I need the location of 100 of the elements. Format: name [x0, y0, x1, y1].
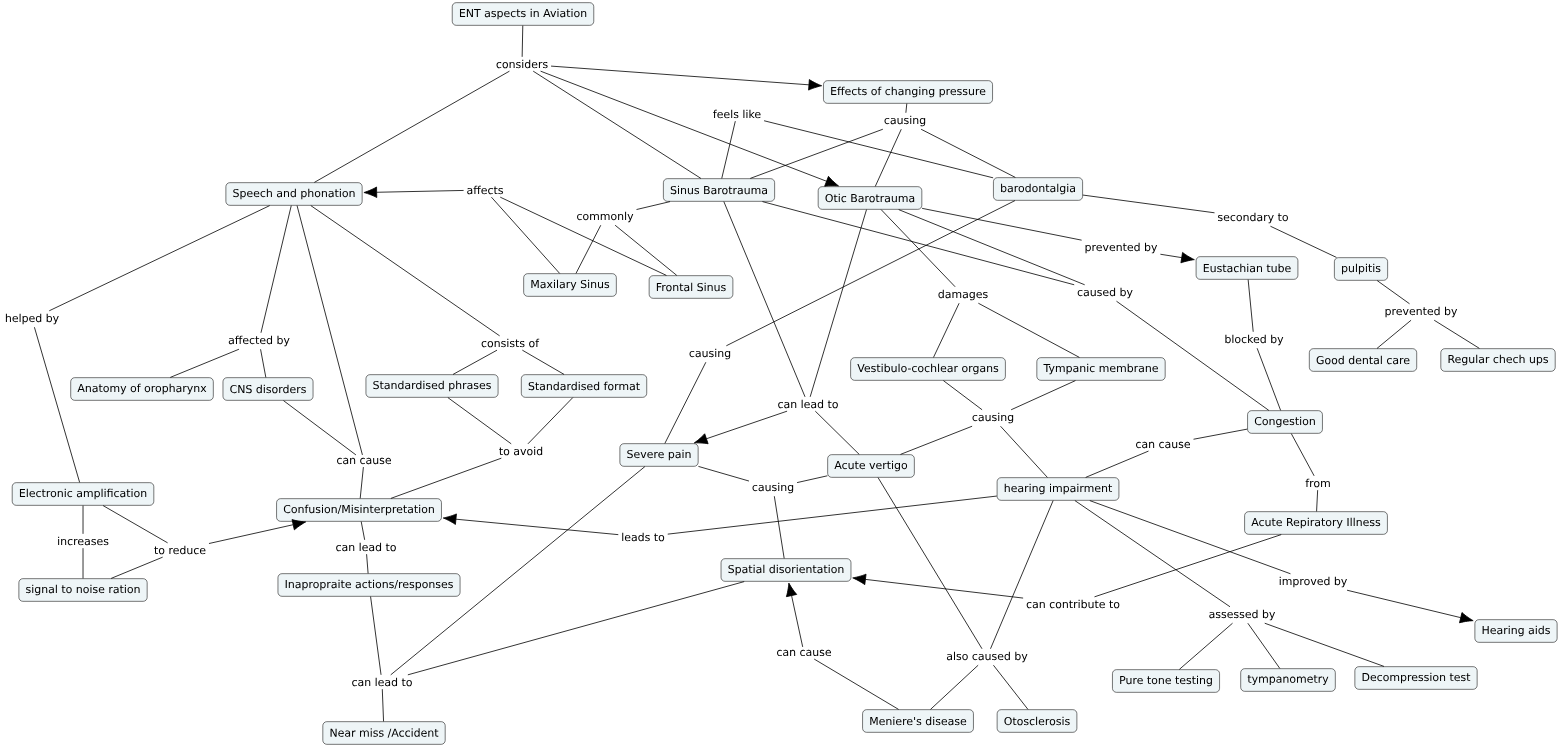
arrow: [208, 519, 307, 544]
connector-line: [614, 224, 678, 276]
connector-line: [452, 349, 498, 375]
concept-box: Pure tone testing: [1112, 669, 1220, 693]
arrow: [852, 573, 1024, 599]
connector-line: [880, 209, 956, 288]
concept-box: Inapropraite actions/responses: [277, 573, 461, 597]
connector-line: [1082, 194, 1215, 214]
connector-line: [874, 128, 902, 187]
arrow: [540, 70, 839, 187]
connector-line: [499, 196, 667, 276]
connector-line: [390, 457, 502, 499]
linking-phrase: affects: [467, 185, 503, 195]
linking-phrase: leads to: [622, 532, 665, 542]
connector-line: [977, 302, 1080, 358]
connector-line: [1178, 622, 1233, 670]
connector-line: [1376, 280, 1410, 305]
linking-phrase: causing: [884, 115, 926, 127]
linking-phrase: causing: [752, 482, 794, 494]
linking-phrase: commonly: [577, 211, 634, 223]
linking-phrase: from: [1305, 478, 1330, 488]
connector-line: [1433, 319, 1480, 349]
linking-phrase: affected by: [228, 335, 290, 347]
linking-phrase: considers: [496, 59, 548, 69]
arrow: [693, 410, 788, 445]
concept-box: Electronic amplification: [11, 482, 155, 506]
concept-box: Standardised format: [521, 374, 647, 398]
connector-line: [664, 361, 707, 444]
connector-line: [169, 348, 240, 378]
concept-box: Confusion/Misinterpretation: [276, 498, 442, 522]
concept-box: Acute Repiratory Illness: [1244, 511, 1388, 535]
connector-line: [814, 410, 860, 455]
concept-box: Decompression test: [1354, 666, 1478, 690]
concept-box: Congestion: [1247, 410, 1323, 434]
linking-phrase: can contribute to: [1026, 599, 1120, 609]
connector-line: [1247, 279, 1254, 333]
connector-line: [636, 201, 671, 210]
connector-line: [310, 205, 501, 337]
concept-box: Standardised phrases: [365, 374, 499, 398]
concept-box: tympanometry: [1240, 668, 1336, 692]
connector-line: [360, 521, 366, 541]
arrow: [786, 582, 804, 648]
connector-line: [1256, 347, 1282, 411]
connector-line: [34, 326, 81, 483]
connector-line: [260, 205, 292, 334]
connector-line: [809, 209, 867, 398]
linking-phrase: improved by: [1279, 576, 1347, 588]
linking-phrase: can lead to: [352, 677, 412, 687]
concept-box: Sinus Barotrauma: [663, 178, 775, 202]
linking-phrase: causing: [689, 348, 731, 360]
linking-phrase: secondary to: [1218, 212, 1288, 224]
arrow: [550, 65, 823, 91]
connector-line: [900, 425, 973, 455]
linking-phrase: caused by: [1077, 287, 1133, 299]
concept-box: Otosclerosis: [996, 709, 1078, 733]
concept-box: Good dental care: [1309, 348, 1417, 372]
concept-box: Eustachian tube: [1195, 256, 1299, 280]
concept-box: Regular chech ups: [1440, 348, 1556, 372]
linking-phrase: also caused by: [946, 651, 1028, 663]
connector-line: [283, 400, 357, 456]
concept-box: barodontalgia: [993, 177, 1083, 201]
concept-box: Meniere's disease: [862, 709, 974, 733]
linking-phrase: increases: [58, 536, 109, 546]
connector-line: [813, 658, 899, 710]
concept-box: Maxilary Sinus: [523, 273, 617, 297]
connector-line: [667, 495, 998, 535]
connector-line: [366, 553, 369, 574]
linking-phrase: can cause: [777, 649, 832, 657]
concept-box: CNS disorders: [222, 377, 314, 401]
connector-line: [521, 25, 524, 58]
connector-line: [773, 495, 785, 559]
connector-line: [527, 397, 574, 445]
concept-box: pulpitis: [1334, 257, 1388, 281]
connector-line: [1089, 500, 1291, 575]
concept-box: Spatial disorientation: [720, 558, 852, 582]
linking-phrase: causing: [972, 412, 1014, 424]
connector-line: [990, 500, 1054, 650]
connector-line: [82, 547, 84, 579]
connector-line: [491, 196, 561, 274]
connector-line: [723, 201, 806, 398]
arrow: [1346, 589, 1474, 624]
concept-box: Otic Barotrauma: [817, 186, 923, 210]
concept-box: signal to noise ration: [18, 578, 148, 602]
connector-line: [877, 477, 983, 650]
linking-phrase: consists of: [481, 338, 540, 348]
linking-phrase: assessed by: [1209, 609, 1276, 621]
connector-line: [1193, 428, 1248, 440]
linking-phrase: feels like: [713, 109, 761, 119]
connector-line: [370, 596, 382, 676]
connector-line: [1247, 622, 1281, 669]
connector-line: [359, 466, 364, 499]
connector-line: [1085, 450, 1149, 478]
connector-line: [905, 103, 908, 114]
concept-box: Anatomy of oropharynx: [70, 377, 214, 401]
connector-line: [313, 70, 510, 183]
concept-box: Hearing aids: [1474, 619, 1558, 643]
concept-box: Vestibulo-cochlear organs: [850, 357, 1006, 381]
linking-phrase: to reduce: [154, 545, 206, 555]
connector-line: [1264, 622, 1385, 667]
connector-line: [1094, 534, 1282, 598]
